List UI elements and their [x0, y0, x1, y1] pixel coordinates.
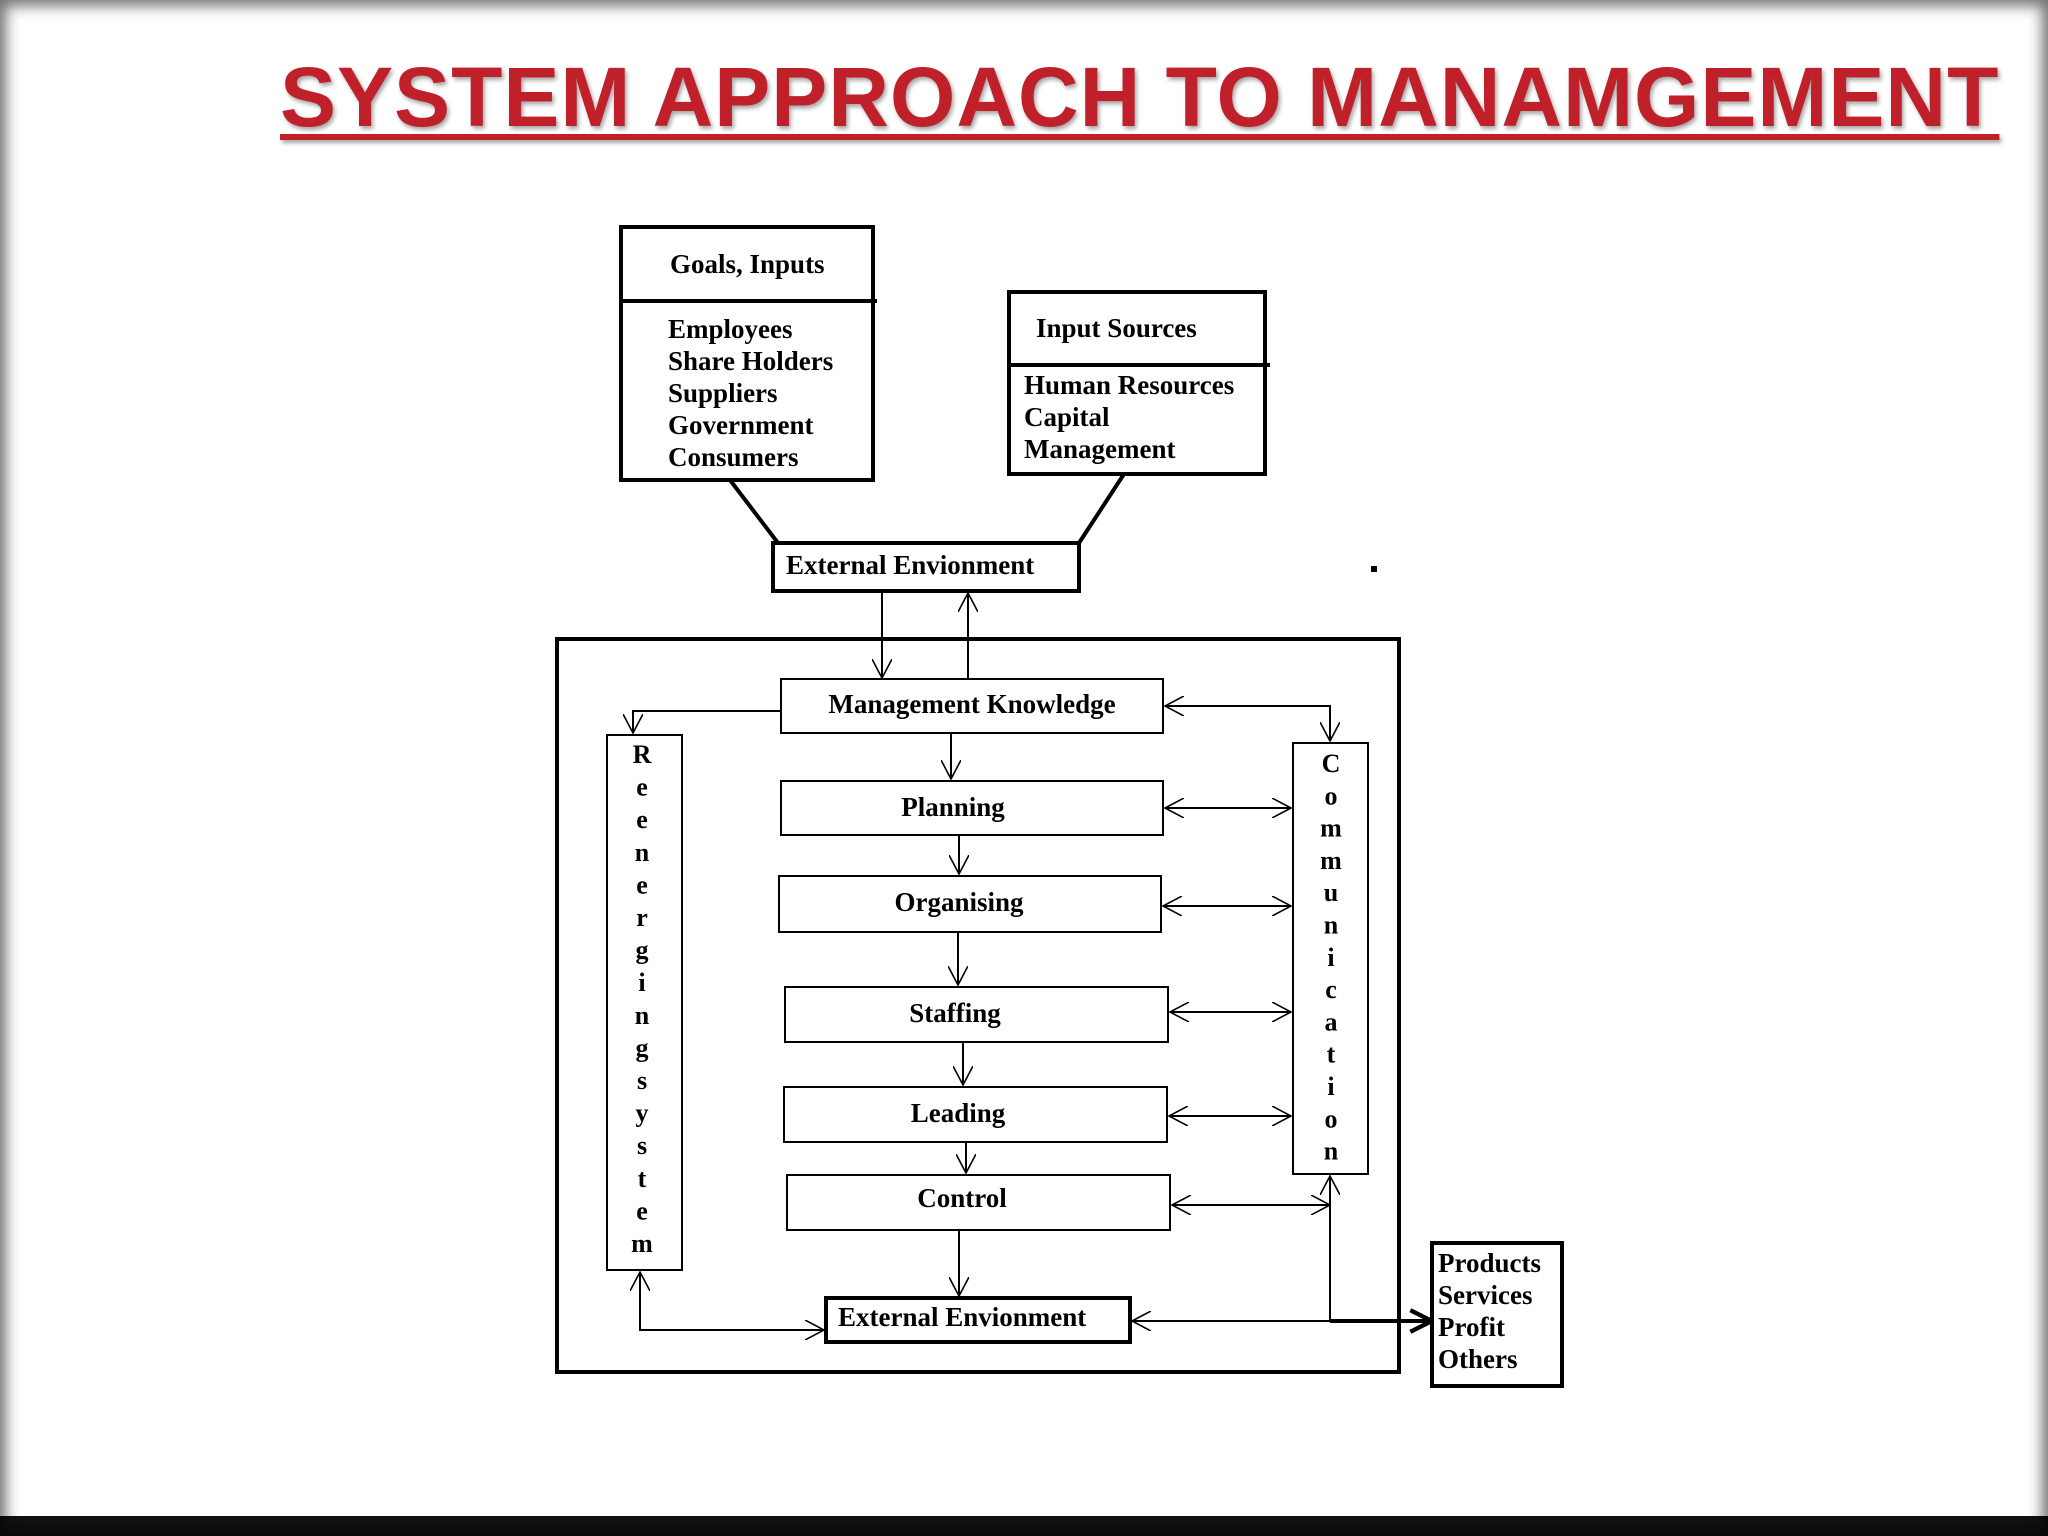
vertical-letter: s	[637, 1066, 647, 1095]
bottom-band	[0, 1516, 2048, 1536]
vertical-letter: u	[1324, 878, 1338, 907]
vertical-letter: a	[1325, 1007, 1338, 1036]
leading-box: Leading	[783, 1086, 1168, 1143]
vertical-letter: o	[1325, 781, 1338, 810]
goals-inputs-box: Goals, Inputs Employees Share Holders Su…	[619, 225, 877, 482]
output-item: Profit	[1438, 1312, 1505, 1342]
input-sources-item: Capital	[1024, 402, 1110, 432]
system-boundary-box	[555, 637, 1401, 1374]
vertical-letter: i	[1327, 1072, 1334, 1101]
vertical-letter: m	[1320, 846, 1342, 875]
external-environment-top-box: External Envionment	[771, 541, 1081, 593]
goals-item: Consumers	[668, 442, 799, 472]
output-item: Services	[1438, 1280, 1532, 1310]
management-knowledge-label: Management Knowledge	[828, 689, 1115, 719]
leading-label: Leading	[911, 1098, 1006, 1128]
vertical-letter: C	[1322, 749, 1341, 778]
goals-item: Share Holders	[668, 346, 833, 376]
vertical-letter: i	[1327, 943, 1334, 972]
vertical-letter: m	[631, 1229, 653, 1258]
goals-inputs-header: Goals, Inputs	[670, 249, 825, 279]
vertical-letter: e	[636, 805, 648, 834]
input-sources-header: Input Sources	[1036, 313, 1197, 343]
organising-label: Organising	[894, 887, 1024, 917]
outputs-box: Products Services Profit Others	[1430, 1241, 1564, 1388]
organising-box: Organising	[778, 875, 1162, 933]
external-environment-bottom-label: External Envionment	[838, 1302, 1086, 1332]
vertical-letter: e	[636, 1196, 648, 1225]
connector-line	[728, 478, 780, 545]
goals-item: Government	[668, 410, 813, 440]
external-environment-top-label: External Envionment	[786, 550, 1034, 580]
staffing-box: Staffing	[784, 986, 1169, 1043]
stray-dot	[1371, 566, 1377, 572]
vertical-letter: t	[1327, 1040, 1336, 1069]
output-item: Others	[1438, 1344, 1517, 1374]
vertical-letter: r	[636, 903, 648, 932]
output-item: Products	[1438, 1248, 1541, 1278]
control-label: Control	[917, 1183, 1007, 1213]
vertical-letter: R	[633, 740, 652, 769]
arrow-reenergizing-external	[640, 1272, 824, 1330]
vertical-letter: g	[636, 936, 649, 965]
vertical-letter: m	[1320, 814, 1342, 843]
connector-line	[1077, 472, 1126, 545]
vertical-letter: i	[638, 968, 645, 997]
goals-item: Employees	[668, 314, 793, 344]
vertical-letter: y	[636, 1099, 649, 1128]
page-title: SYSTEM APPROACH TO MANAMGEMENT	[280, 50, 2000, 144]
arrow-knowledge-to-reenergizing	[633, 710, 781, 733]
planning-box: Planning	[780, 780, 1164, 836]
planning-label: Planning	[901, 792, 1005, 822]
input-sources-box: Input Sources Human Resources Capital Ma…	[1007, 290, 1270, 476]
input-sources-item: Management	[1024, 434, 1175, 464]
vertical-letter: e	[636, 870, 648, 899]
vertical-letter: t	[638, 1164, 647, 1193]
external-environment-bottom-box: External Envionment	[824, 1296, 1132, 1344]
vertical-letter: e	[636, 773, 648, 802]
vertical-letter: n	[635, 1001, 650, 1030]
vertical-letter: s	[637, 1131, 647, 1160]
vertical-letter: n	[1324, 1137, 1339, 1166]
control-box: Control	[786, 1174, 1171, 1231]
staffing-label: Staffing	[909, 998, 1001, 1028]
vertical-letter: g	[636, 1033, 649, 1062]
vertical-letter: o	[1325, 1104, 1338, 1133]
management-knowledge-box: Management Knowledge	[780, 678, 1164, 734]
vertical-letter: c	[1325, 975, 1337, 1004]
arrow-knowledge-communication	[1165, 706, 1330, 741]
vertical-letter: n	[1324, 911, 1339, 940]
goals-item: Suppliers	[668, 378, 778, 408]
input-sources-item: Human Resources	[1024, 370, 1234, 400]
vertical-letter: n	[635, 838, 650, 867]
